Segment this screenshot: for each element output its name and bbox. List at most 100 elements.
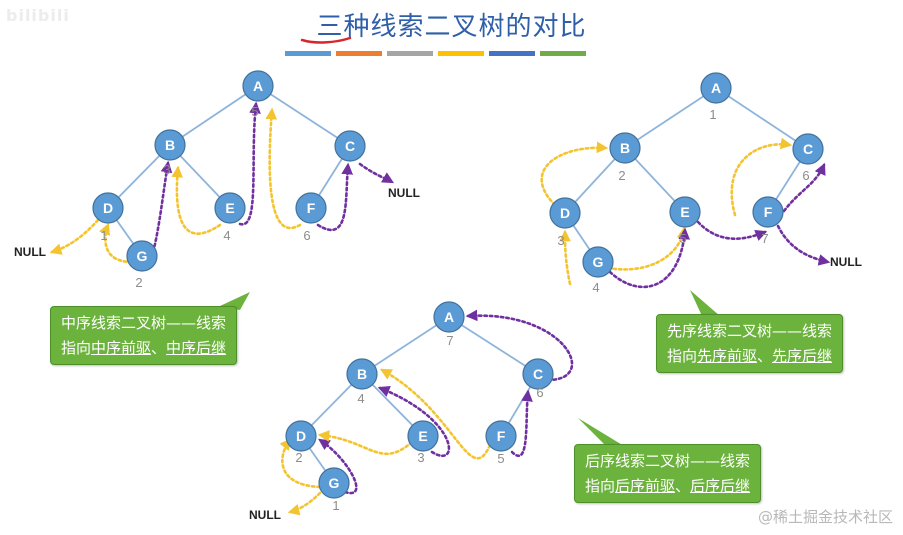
title-color-bar — [438, 51, 484, 56]
node-label: C — [345, 138, 355, 154]
successor-thread-arrow — [696, 220, 768, 241]
node-label: C — [803, 141, 813, 157]
callout-pred: 后序前驱 — [615, 477, 676, 495]
title-decoration — [220, 36, 720, 446]
node-label: E — [418, 428, 427, 444]
title-color-bar — [540, 51, 586, 56]
traversal-order-label: 1 — [100, 228, 107, 243]
traversal-order-label: 2 — [618, 168, 625, 183]
node-label: B — [165, 137, 175, 153]
successor-thread-arrow — [465, 309, 574, 382]
tree-node-c — [792, 133, 824, 165]
traversal-order-label: 4 — [592, 280, 599, 295]
successor-thread-arrow — [358, 162, 395, 184]
callout-line1: 中序线索二叉树——线索 — [61, 314, 227, 332]
tree-node-d — [92, 192, 124, 224]
tree-node-e — [407, 420, 439, 452]
callout-prefix: 指向 — [585, 477, 616, 495]
tree-node-d — [285, 420, 317, 452]
callout-pred: 中序前驱 — [91, 339, 152, 357]
successor-thread-arrow — [782, 162, 826, 213]
traversal-order-label: 4 — [223, 228, 230, 243]
node-label: E — [225, 200, 234, 216]
node-label: F — [764, 204, 773, 220]
node-label: B — [620, 140, 630, 156]
successor-thread-arrow — [238, 101, 261, 226]
successor-thread-arrow — [776, 224, 831, 266]
tree-node-f — [295, 192, 327, 224]
traversal-order-label: 7 — [761, 231, 768, 246]
traversal-order-label: 7 — [446, 333, 453, 348]
null-label: NULL — [249, 508, 281, 522]
title-color-bar — [387, 51, 433, 56]
callout-line1: 后序线索二叉树——线索 — [585, 452, 751, 470]
null-label: NULL — [14, 245, 46, 259]
callout-line2: 指向后序前驱、后序后继 — [585, 474, 750, 499]
predecessor-thread-arrow — [540, 141, 609, 207]
tree-edge — [169, 85, 259, 146]
null-label: NULL — [388, 186, 420, 200]
node-label: A — [444, 309, 454, 325]
title-color-bar — [285, 51, 331, 56]
preorder-callout: 先序线索二叉树——线索 指向先序前驱、先序后继 — [656, 314, 844, 373]
tree-edge — [448, 316, 539, 375]
node-label: A — [253, 78, 263, 94]
predecessor-thread-arrow — [171, 165, 222, 235]
node-label: G — [329, 475, 340, 491]
node-label: A — [711, 80, 721, 96]
callout-line1: 先序线索二叉树——线索 — [667, 322, 833, 340]
thread-arrows — [49, 101, 831, 516]
tree-edge — [715, 87, 809, 150]
predecessor-thread-arrow — [317, 430, 414, 456]
callout-prefix: 指向 — [61, 339, 92, 357]
callout-sep: 、 — [151, 339, 167, 357]
tree-node-c — [522, 358, 554, 390]
tree-node-g — [582, 246, 614, 278]
tree-node-f — [752, 196, 784, 228]
tree-edges — [107, 85, 809, 484]
traversal-order-label: 5 — [679, 231, 686, 246]
successor-thread-arrow — [318, 438, 358, 495]
successor-thread-arrow — [510, 389, 533, 457]
tree-edge — [257, 85, 351, 147]
callout-succ: 中序后继 — [166, 339, 227, 357]
predecessor-thread-arrow — [606, 226, 689, 271]
predecessor-thread-arrow — [287, 491, 322, 516]
tree-node-d — [549, 197, 581, 229]
traversal-order-label: 6 — [303, 228, 310, 243]
tree-node-b — [346, 358, 378, 390]
tree-node-a — [433, 301, 465, 333]
page-title: 三种线索二叉树的对比 — [316, 12, 587, 42]
node-label: G — [137, 248, 148, 264]
node-label: D — [296, 428, 306, 444]
node-label: F — [497, 428, 506, 444]
tree-edge — [624, 87, 717, 149]
traversal-order-label: 1 — [709, 107, 716, 122]
predecessor-thread-arrow — [379, 368, 492, 460]
callout-line2: 指向中序前驱、中序后继 — [61, 336, 226, 361]
juejin-watermark: @稀土掘金技术社区 — [757, 508, 893, 526]
node-label: D — [103, 200, 113, 216]
tree-node-c — [334, 130, 366, 162]
title-color-bar — [489, 51, 535, 56]
node-label: D — [560, 205, 570, 221]
predecessor-thread-arrow — [559, 229, 572, 286]
tree-node-e — [669, 196, 701, 228]
successor-thread-arrow — [377, 386, 451, 458]
traversal-order-label: 6 — [802, 168, 809, 183]
predecessor-thread-arrow — [730, 137, 793, 217]
callout-tail — [578, 418, 624, 446]
tree-node-e — [214, 192, 246, 224]
callout-tail — [690, 290, 720, 316]
predecessor-thread-arrow — [99, 222, 134, 264]
node-label: C — [533, 366, 543, 382]
traversal-order-label: 6 — [536, 385, 543, 400]
bilibili-watermark: bilibili — [6, 6, 70, 25]
tree-node-a — [700, 72, 732, 104]
title-underline-mark — [300, 36, 352, 44]
title-color-bar — [336, 51, 382, 56]
callout-sep: 、 — [757, 347, 773, 365]
null-label: NULL — [830, 255, 862, 269]
traversal-order-label: 5 — [251, 104, 258, 119]
